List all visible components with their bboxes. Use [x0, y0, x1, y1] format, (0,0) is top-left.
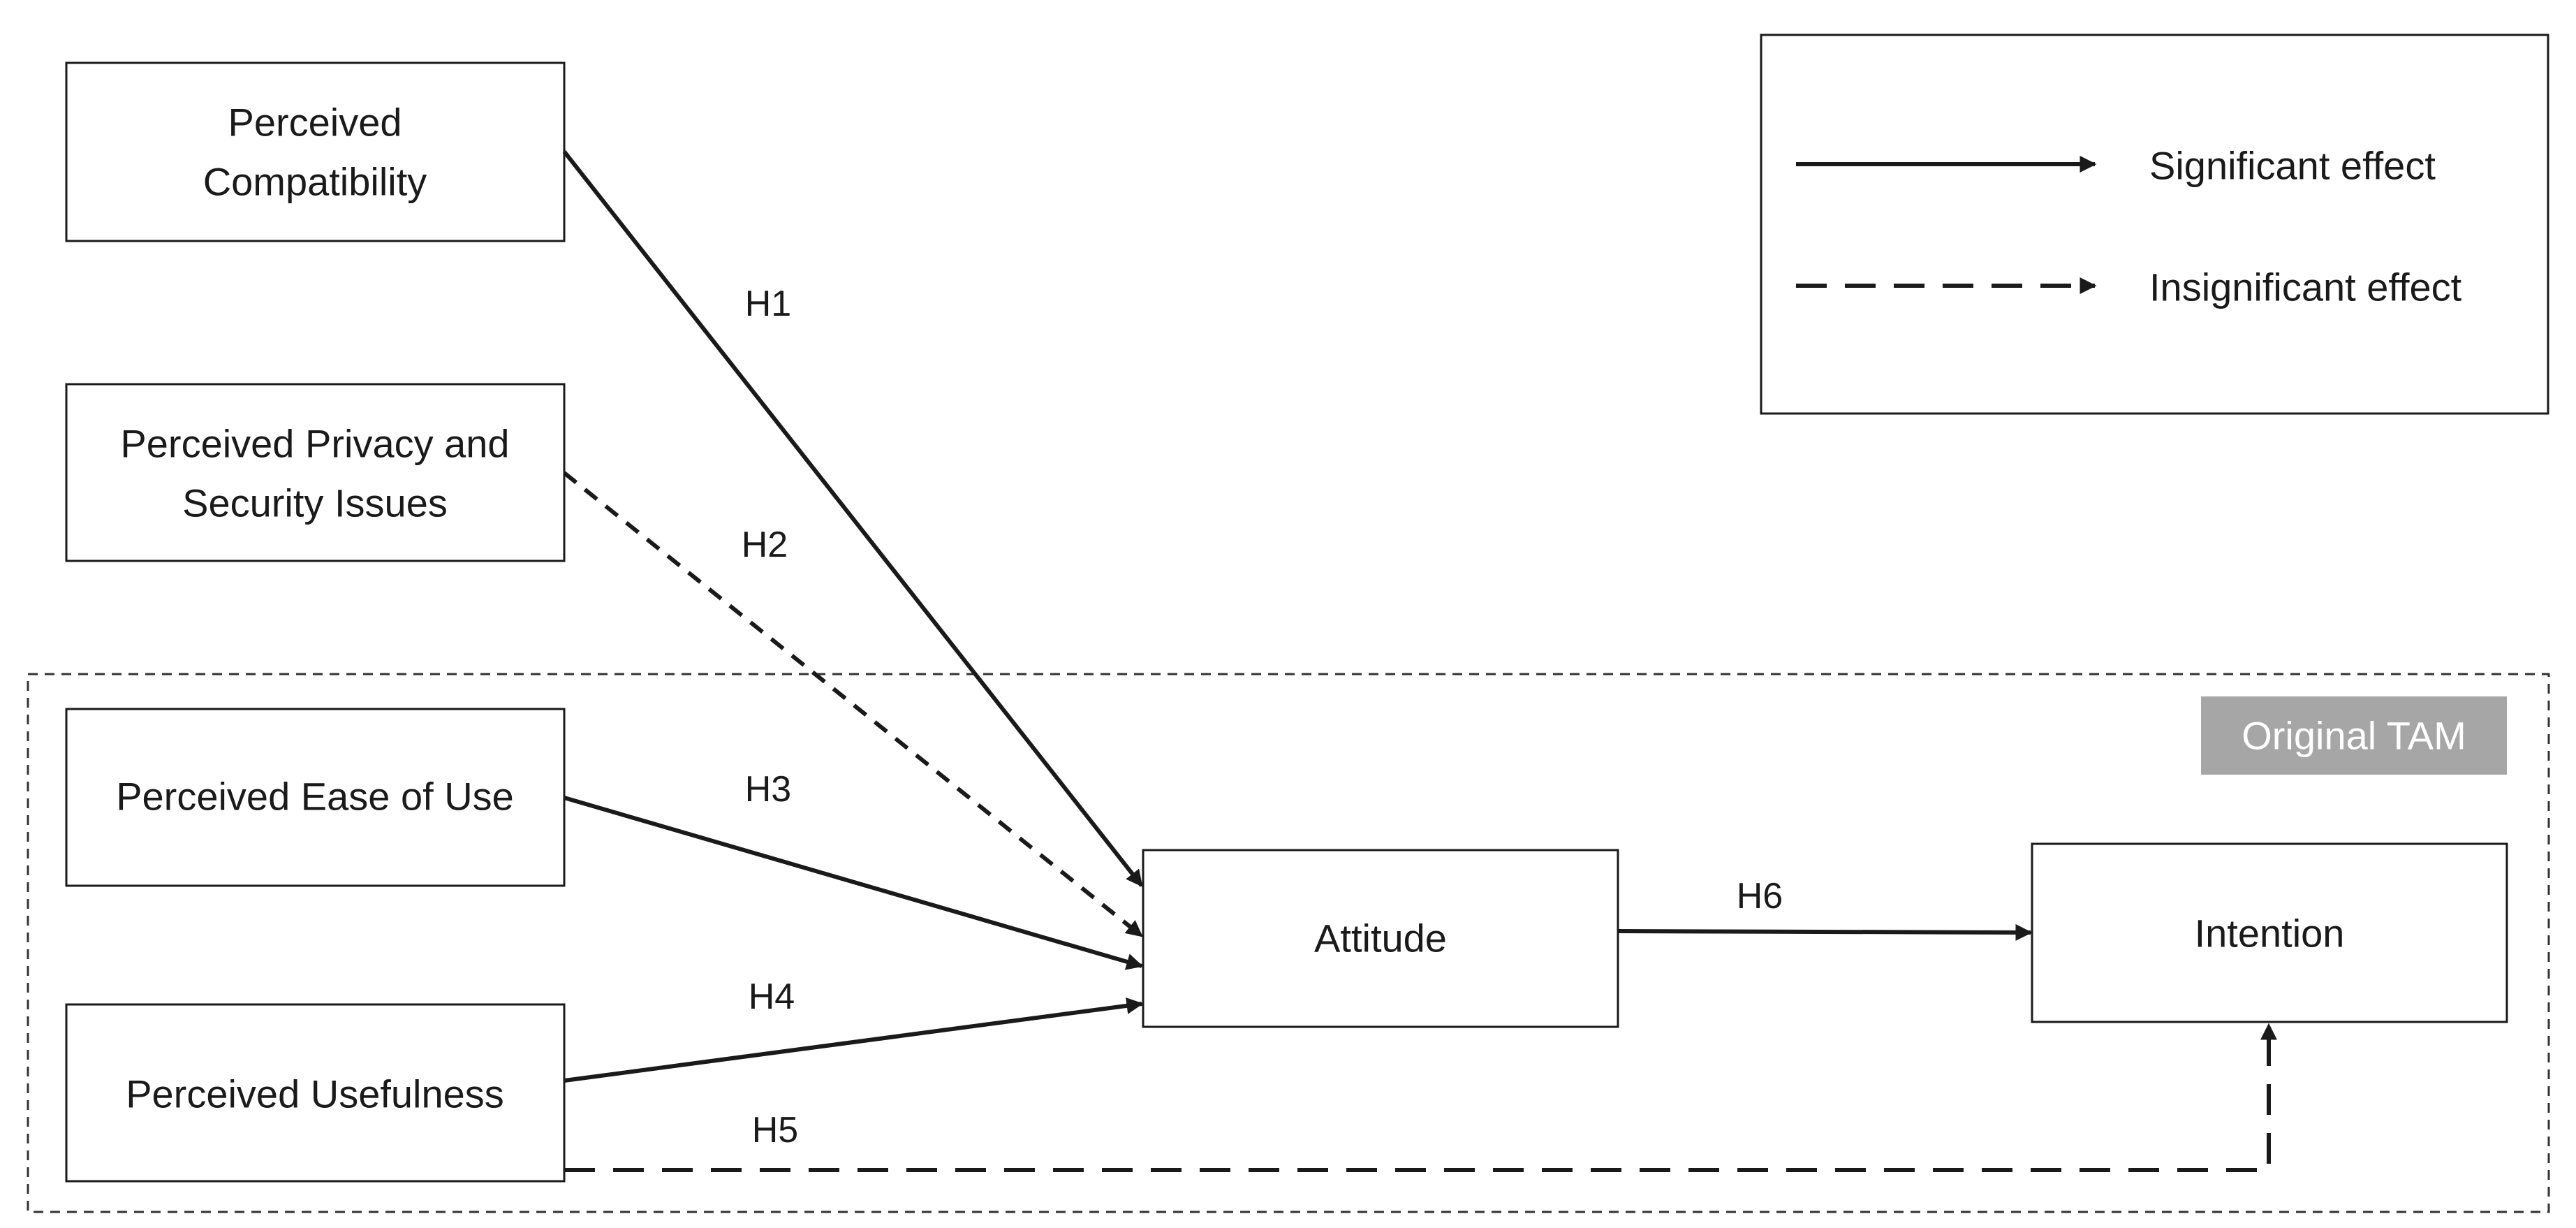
hypothesis-label-h6: H6	[1737, 876, 1783, 916]
original-tam-tag: Original TAM	[2201, 696, 2507, 775]
hypothesis-label-h3: H3	[745, 769, 791, 810]
box-label-line: Perceived Ease of Use	[116, 775, 514, 819]
legend-significant-label: Significant effect	[2149, 144, 2436, 188]
hypothesis-label-h2: H2	[742, 525, 788, 565]
box-label-line: Attitude	[1314, 916, 1447, 960]
legend-insignificant-label: Insignificant effect	[2149, 265, 2462, 309]
path-h4-arrow	[564, 997, 1144, 1083]
box-perceived-usefulness: Perceived Usefulness	[65, 1003, 566, 1183]
box-label-line: Compatibility	[203, 160, 427, 204]
original-tam-frame	[27, 673, 2550, 1213]
path-h1-arrow	[562, 150, 1144, 887]
hypothesis-label-h1: H1	[745, 284, 791, 324]
box-label-line: Security Issues	[182, 481, 448, 525]
original-tam-label: Original TAM	[2242, 714, 2466, 758]
hypothesis-label-h5: H5	[752, 1110, 798, 1150]
legend-frame	[1760, 34, 2549, 415]
hypothesis-label-h4: H4	[749, 977, 795, 1017]
box-label-line: Perceived Privacy and	[120, 422, 509, 466]
box-perceived-ease-of-use: Perceived Ease of Use	[65, 708, 566, 887]
box-attitude: Attitude	[1142, 849, 1619, 1028]
box-label-line: Perceived Usefulness	[126, 1072, 504, 1116]
box-perceived-compatibility: Perceived Compatibility	[65, 61, 566, 242]
legend: Significant effect Insignificant effect	[1760, 34, 2549, 415]
path-h6-arrow	[1617, 923, 2033, 941]
box-intention: Intention	[2031, 842, 2508, 1023]
path-h3-arrow	[564, 796, 1144, 970]
box-label-line: Perceived	[228, 101, 402, 145]
box-perceived-privacy-security: Perceived Privacy and Security Issues	[65, 383, 566, 562]
box-label-line: Intention	[2195, 912, 2345, 956]
path-h5-arrow	[564, 1023, 2277, 1172]
path-h2-arrow	[563, 471, 1143, 938]
